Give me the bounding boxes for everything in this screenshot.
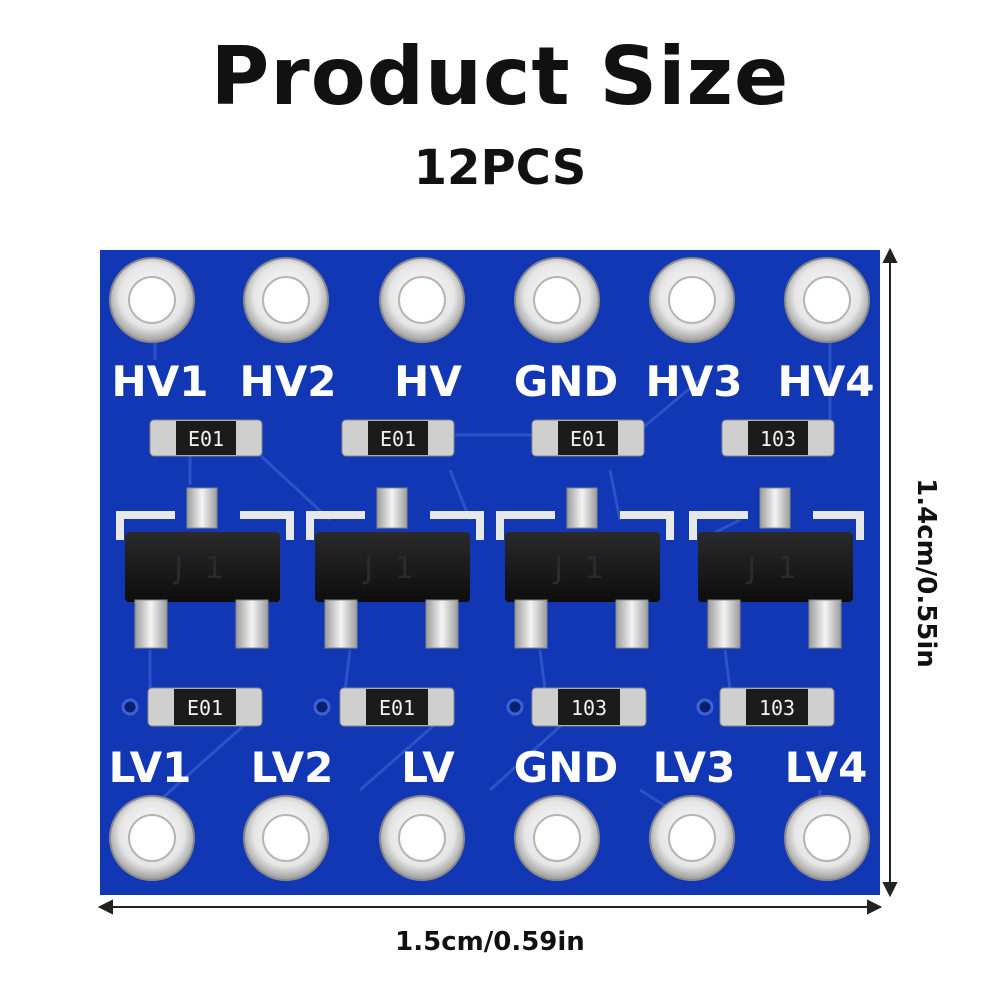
pin-label-lv2: LV2 bbox=[251, 743, 334, 792]
pad-gnd-top bbox=[514, 257, 600, 343]
height-dimension-label: 1.4cm/0.55in bbox=[911, 478, 941, 668]
pad-hv1 bbox=[109, 257, 195, 343]
pad-hv4 bbox=[784, 257, 870, 343]
pin-label-gnd-top: GND bbox=[514, 357, 619, 406]
pin-label-lv4: LV4 bbox=[785, 743, 868, 792]
top-resistor-1-code: E01 bbox=[188, 427, 224, 451]
bottom-resistor-1: E01 bbox=[147, 687, 263, 727]
bottom-resistor-4: 103 bbox=[719, 687, 835, 727]
bottom-resistor-2: E01 bbox=[339, 687, 455, 727]
transistor-3-code: J 1 bbox=[552, 551, 609, 586]
pad-lv1 bbox=[109, 795, 195, 881]
pad-lv4 bbox=[784, 795, 870, 881]
pin-label-gnd-bottom: GND bbox=[514, 743, 619, 792]
top-resistor-4-code: 103 bbox=[760, 427, 796, 451]
pin-label-hv: HV bbox=[394, 357, 462, 406]
transistor-4-code: J 1 bbox=[745, 551, 802, 586]
transistor-2-code: J 1 bbox=[362, 551, 419, 586]
top-resistor-1: E01 bbox=[149, 419, 263, 457]
pad-lv bbox=[379, 795, 465, 881]
bottom-resistor-2-code: E01 bbox=[379, 696, 415, 720]
top-resistor-2-code: E01 bbox=[380, 427, 416, 451]
bottom-resistor-1-code: E01 bbox=[187, 696, 223, 720]
pad-hv2 bbox=[243, 257, 329, 343]
pin-label-hv1: HV1 bbox=[112, 357, 209, 406]
top-resistor-3-code: E01 bbox=[570, 427, 606, 451]
pad-lv3 bbox=[649, 795, 735, 881]
top-resistor-4: 103 bbox=[721, 419, 835, 457]
pin-label-lv1: LV1 bbox=[109, 743, 192, 792]
pad-hv3 bbox=[649, 257, 735, 343]
pcb-traces bbox=[148, 330, 832, 817]
page-title: Product Size bbox=[210, 30, 790, 123]
bottom-pads bbox=[109, 795, 870, 881]
width-dimension-line bbox=[97, 899, 883, 915]
top-resistor-2: E01 bbox=[341, 419, 455, 457]
transistor-2: J 1 bbox=[306, 487, 484, 649]
width-dimension-label: 1.5cm/0.59in bbox=[395, 927, 585, 957]
pcb-vias bbox=[121, 698, 714, 716]
bottom-resistor-4-code: 103 bbox=[759, 696, 795, 720]
quantity-label: 12PCS bbox=[413, 140, 587, 196]
height-dimension-line bbox=[882, 247, 898, 898]
pin-label-hv3: HV3 bbox=[646, 357, 743, 406]
bottom-resistor-3: 103 bbox=[531, 687, 647, 727]
pin-label-hv4: HV4 bbox=[778, 357, 875, 406]
bottom-resistor-3-code: 103 bbox=[571, 696, 607, 720]
transistor-3: J 1 bbox=[496, 487, 674, 649]
pin-label-lv3: LV3 bbox=[653, 743, 736, 792]
top-resistor-3: E01 bbox=[531, 419, 645, 457]
pad-lv2 bbox=[243, 795, 329, 881]
pad-gnd-bottom bbox=[514, 795, 600, 881]
pin-label-hv2: HV2 bbox=[240, 357, 337, 406]
transistor-4: J 1 bbox=[689, 487, 864, 649]
pin-label-lv: LV bbox=[401, 743, 455, 792]
transistor-1: J 1 bbox=[116, 487, 294, 649]
top-pads bbox=[109, 257, 870, 343]
pad-hv bbox=[379, 257, 465, 343]
transistor-1-code: J 1 bbox=[172, 551, 229, 586]
